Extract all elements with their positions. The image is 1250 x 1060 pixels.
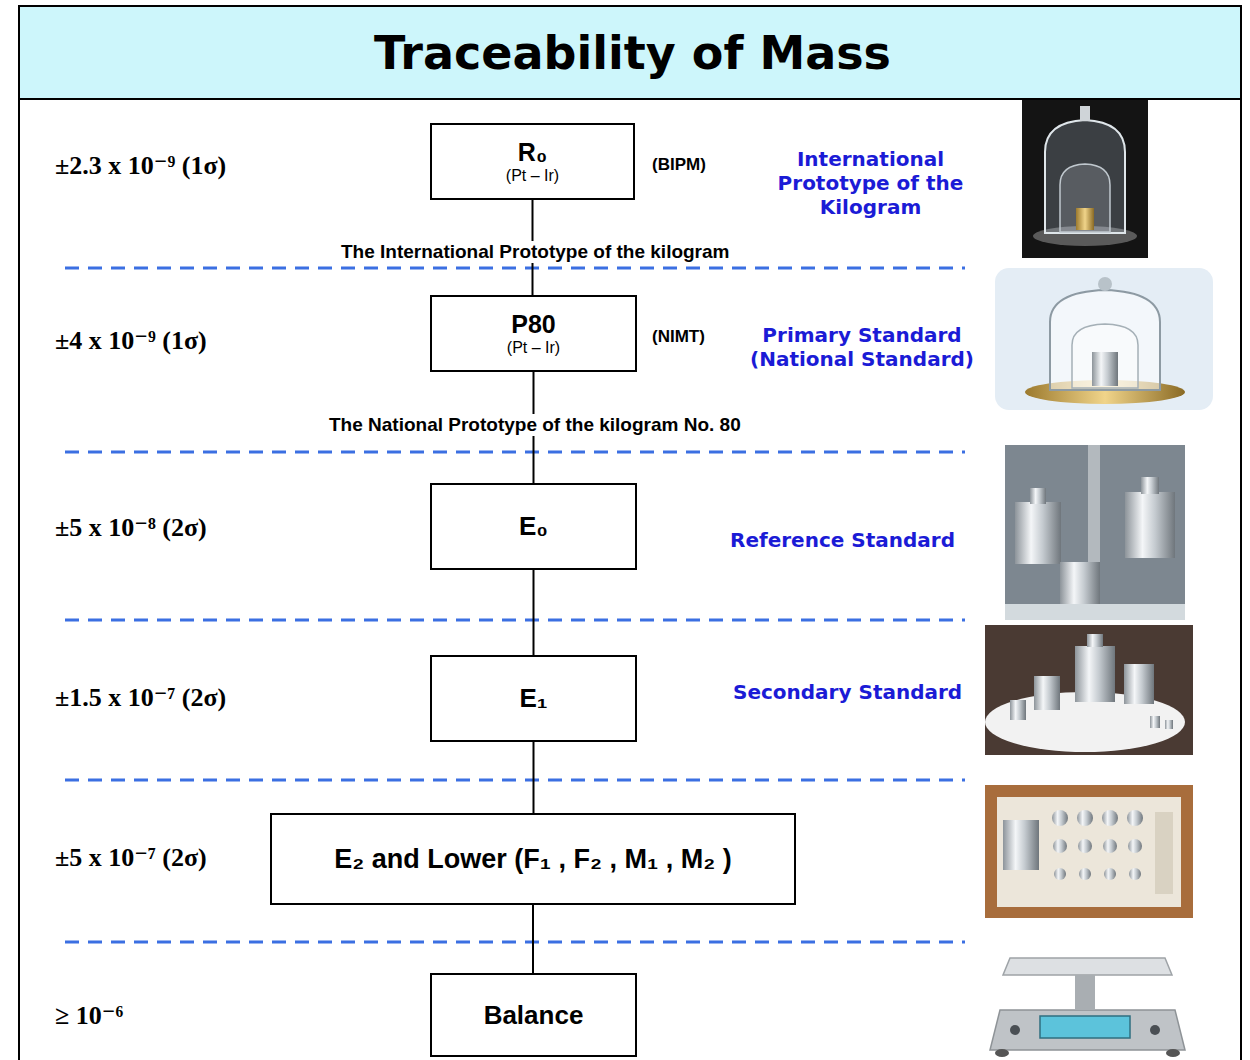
weight-set-photo bbox=[985, 785, 1193, 918]
national-standard-photo bbox=[995, 268, 1213, 410]
level-caption: The National Prototype of the kilogram N… bbox=[324, 414, 746, 436]
bell-jar bbox=[1045, 120, 1125, 233]
institute-name: (NIMT) bbox=[652, 327, 705, 347]
connector-line bbox=[533, 742, 535, 813]
connector-line bbox=[533, 570, 535, 655]
level-box: E₁ bbox=[430, 655, 637, 742]
photo-ground bbox=[1005, 445, 1185, 620]
uncertainty-value: ±4 x 10⁻⁹ (1σ) bbox=[55, 325, 207, 356]
level-box: Balance bbox=[430, 973, 637, 1057]
box-label: E₁ bbox=[519, 683, 547, 714]
jar-knob bbox=[1080, 106, 1090, 121]
dashed-separator bbox=[65, 941, 965, 944]
box-label: R₀ bbox=[518, 138, 547, 167]
uncertainty-value: ≥ 10⁻⁶ bbox=[55, 1000, 123, 1031]
tweezers-slot bbox=[1155, 812, 1173, 894]
box-sublabel: (Pt – Ir) bbox=[506, 167, 559, 185]
weight bbox=[1104, 868, 1116, 880]
weight bbox=[1102, 810, 1118, 826]
weight-knob bbox=[1030, 488, 1046, 504]
plate bbox=[1005, 604, 1185, 620]
uncertainty-value: ±5 x 10⁻⁸ (2σ) bbox=[55, 512, 207, 543]
balance-pan bbox=[1003, 958, 1172, 975]
photo-ground bbox=[995, 268, 1213, 410]
box-label: E₀ bbox=[519, 511, 548, 542]
kilogram-cylinder bbox=[1076, 208, 1094, 230]
bell-jar bbox=[1050, 290, 1160, 390]
balance-foot bbox=[995, 1049, 1009, 1057]
weight bbox=[1128, 839, 1142, 853]
balance-display bbox=[1040, 1016, 1130, 1038]
weight bbox=[1075, 646, 1115, 702]
box-label: Balance bbox=[484, 1000, 584, 1031]
weight bbox=[1052, 810, 1068, 826]
weight bbox=[1054, 868, 1066, 880]
dashed-separator bbox=[65, 619, 965, 622]
level-box: P80(Pt – Ir) bbox=[430, 295, 637, 372]
uncertainty-value: ±2.3 x 10⁻⁹ (1σ) bbox=[55, 150, 226, 181]
weight bbox=[1125, 492, 1175, 558]
balance-body bbox=[990, 1010, 1185, 1050]
weight bbox=[1079, 868, 1091, 880]
weight bbox=[1165, 720, 1173, 729]
weight bbox=[1124, 664, 1154, 704]
weight bbox=[1127, 810, 1143, 826]
photo-ground bbox=[1022, 100, 1148, 258]
institute-name: (BIPM) bbox=[652, 155, 706, 175]
balance-photo bbox=[985, 945, 1190, 1060]
reference-standard-photo bbox=[1005, 445, 1185, 620]
dashed-separator bbox=[65, 267, 965, 270]
weight bbox=[1078, 839, 1092, 853]
uncertainty-value: ±1.5 x 10⁻⁷ (2σ) bbox=[55, 682, 226, 713]
connector-line bbox=[532, 905, 534, 973]
box-label: P80 bbox=[511, 310, 555, 339]
pan-post bbox=[1075, 975, 1095, 1010]
photo-ground bbox=[985, 625, 1193, 755]
level-name: Reference Standard bbox=[730, 528, 955, 552]
weight bbox=[1129, 868, 1141, 880]
weight bbox=[1034, 676, 1060, 710]
weight-knob bbox=[1087, 634, 1103, 647]
weight bbox=[1010, 700, 1026, 720]
jar-knob bbox=[1098, 277, 1112, 291]
balance-foot bbox=[1166, 1049, 1180, 1057]
level-box: E₀ bbox=[430, 483, 637, 570]
kilogram-cylinder bbox=[1092, 352, 1118, 386]
weight bbox=[1103, 839, 1117, 853]
inner-jar bbox=[1072, 324, 1138, 388]
level-name: Secondary Standard bbox=[733, 680, 962, 704]
secondary-standard-photo bbox=[985, 625, 1193, 755]
dashed-separator bbox=[65, 451, 965, 454]
balance-button bbox=[1010, 1025, 1020, 1035]
diagram-title: Traceability of Mass bbox=[374, 26, 891, 80]
prototype-photo bbox=[1022, 100, 1148, 258]
dashed-separator bbox=[65, 779, 965, 782]
level-name: Primary Standard (National Standard) bbox=[736, 323, 988, 371]
level-caption: The International Prototype of the kilog… bbox=[336, 241, 734, 263]
balance-button bbox=[1150, 1025, 1160, 1035]
uncertainty-value: ±5 x 10⁻⁷ (2σ) bbox=[55, 842, 207, 873]
weight bbox=[1015, 502, 1061, 564]
photo-ground bbox=[985, 945, 1190, 1060]
case-insert bbox=[997, 797, 1181, 907]
level-box: E₂ and Lower (F₁ , F₂ , M₁ , M₂ ) bbox=[270, 813, 796, 905]
photo-ground bbox=[985, 785, 1193, 918]
level-box: R₀(Pt – Ir) bbox=[430, 123, 635, 200]
weight-knob bbox=[1141, 477, 1159, 494]
weight bbox=[1077, 810, 1093, 826]
weight bbox=[1150, 716, 1160, 728]
box-label: E₂ and Lower (F₁ , F₂ , M₁ , M₂ ) bbox=[334, 844, 731, 875]
inner-jar bbox=[1060, 164, 1110, 232]
weight bbox=[1060, 562, 1100, 608]
level-name: International Prototype of the Kilogram bbox=[753, 147, 988, 219]
box-sublabel: (Pt – Ir) bbox=[507, 339, 560, 357]
weight bbox=[1003, 820, 1039, 870]
weight bbox=[1053, 839, 1067, 853]
